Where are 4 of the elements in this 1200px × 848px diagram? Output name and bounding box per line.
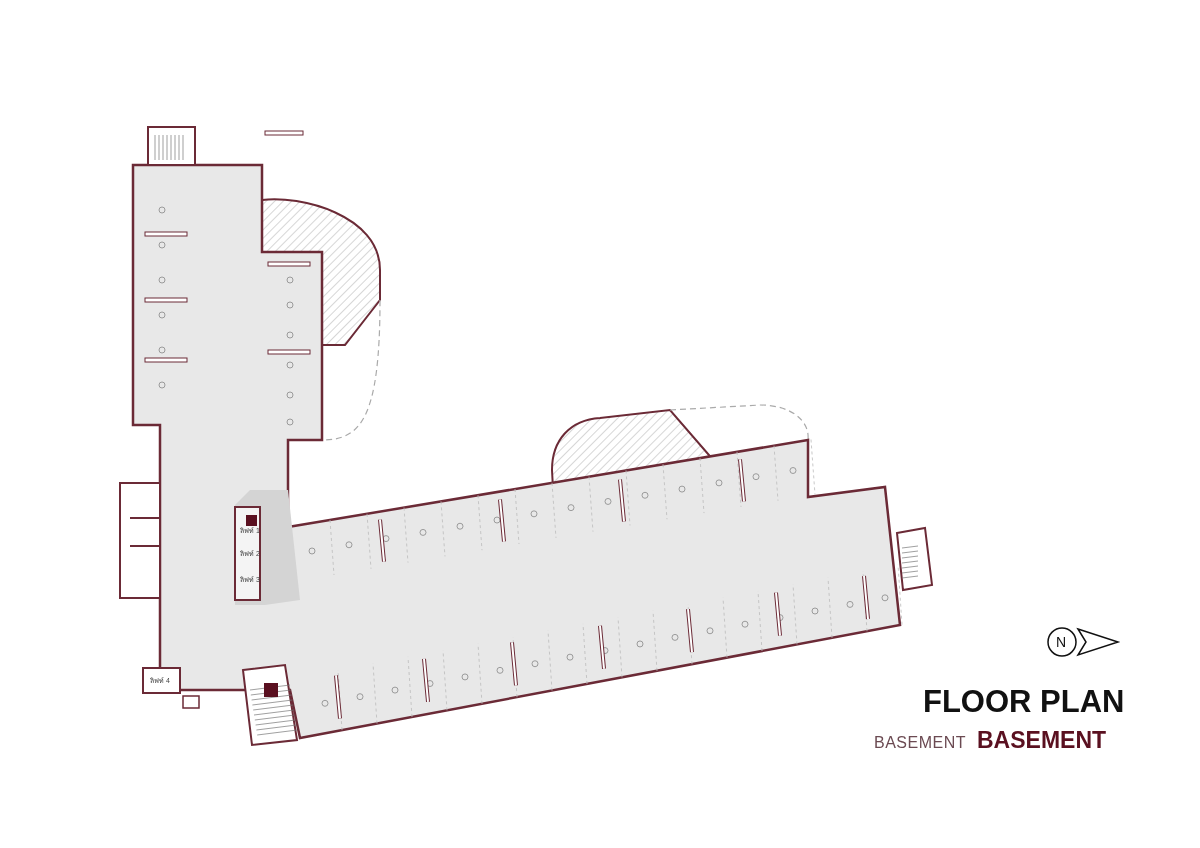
plan-title: FLOOR PLAN bbox=[923, 686, 1125, 717]
north-label: N bbox=[1056, 635, 1067, 649]
level-label: BASEMENT bbox=[874, 735, 966, 751]
level-label: BASEMENT bbox=[977, 729, 1107, 752]
